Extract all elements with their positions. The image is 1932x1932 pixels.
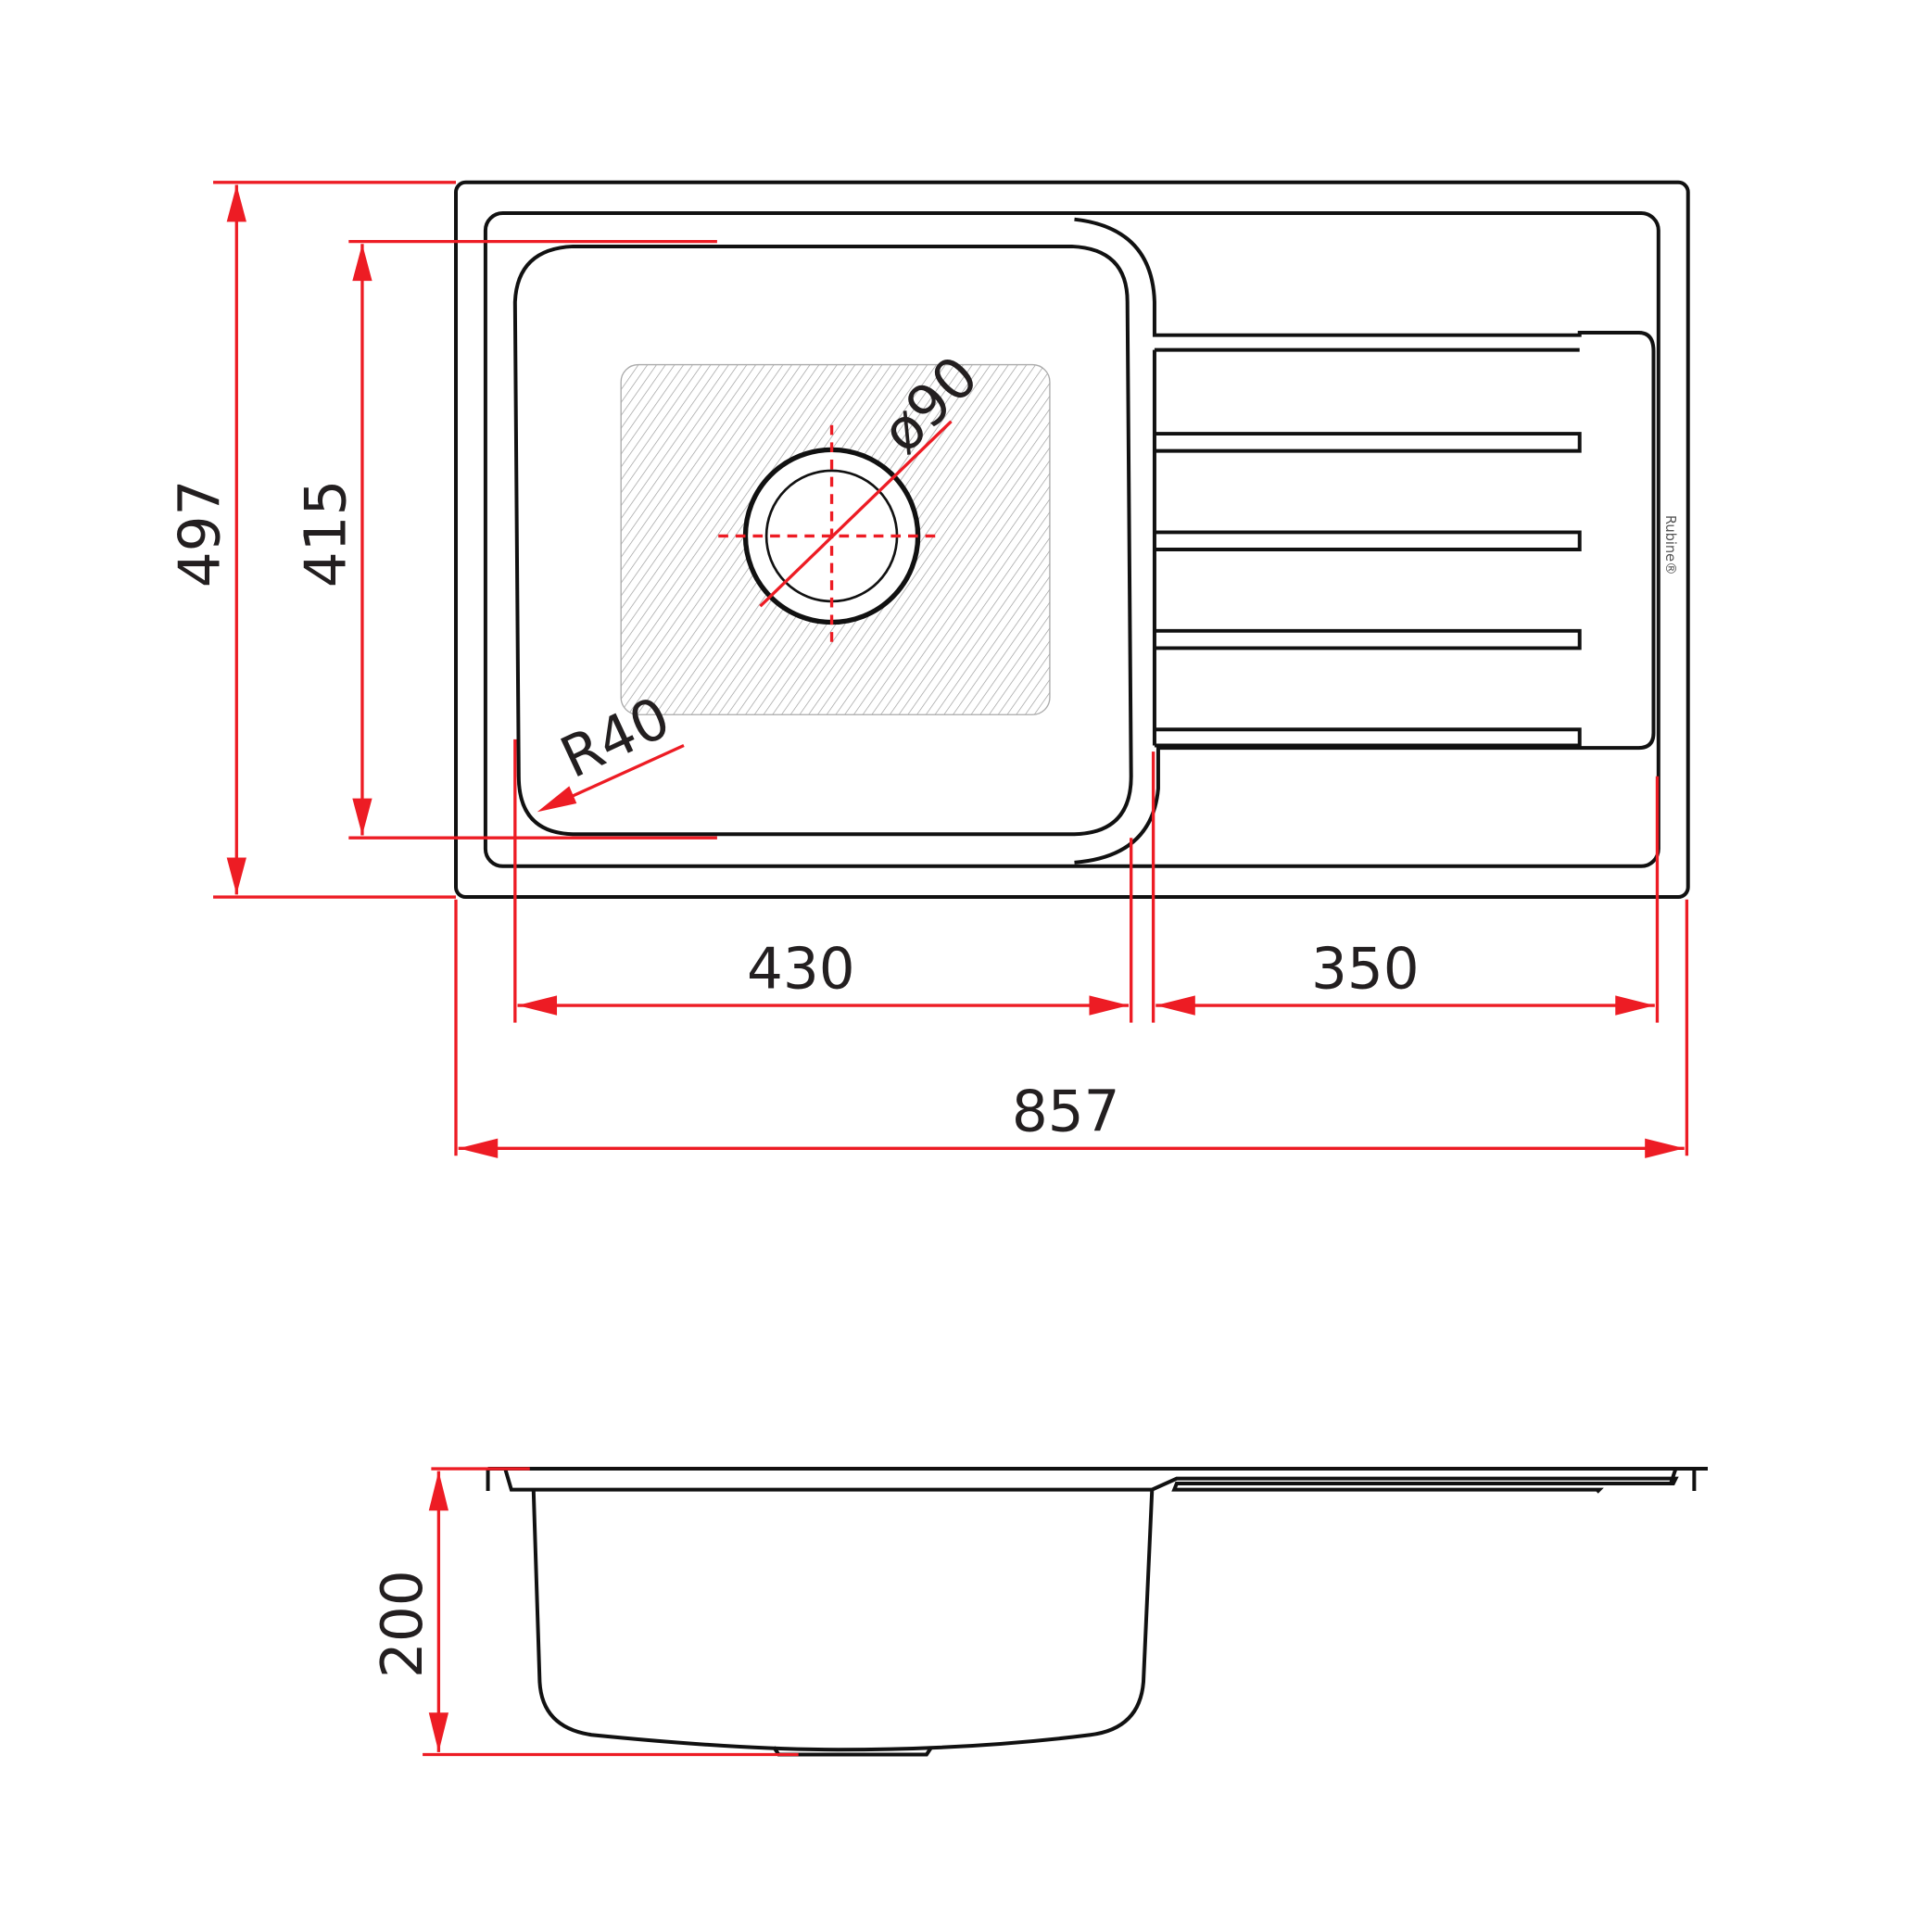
sink-inner-rim [483,211,1661,868]
side-view: 200 [370,1467,1708,1757]
drainer-grooves [1152,347,1582,748]
bowl-outline [512,244,1133,837]
bowl-height-label: 200 [370,1570,436,1678]
bowl-width-label: 430 [747,936,855,1002]
sink-outer-outline [454,180,1690,900]
radius-arrowhead [537,786,577,813]
overall-depth-label: 497 [168,480,234,588]
overall-width-label: 857 [1012,1080,1120,1145]
drain-profile [772,1746,933,1757]
bowl-depth-label: 415 [293,480,359,588]
diameter-leader [759,420,953,608]
drainer-width-label: 350 [1311,936,1420,1002]
dimension-lines: 497 415 430 350 857 [168,181,1689,1158]
brand-logo: Rubine® [1662,515,1678,575]
bowl-profile [531,1489,1155,1752]
top-view: ø90 R40 Rubine® [454,180,1690,900]
drainer-edge [1074,217,1656,865]
